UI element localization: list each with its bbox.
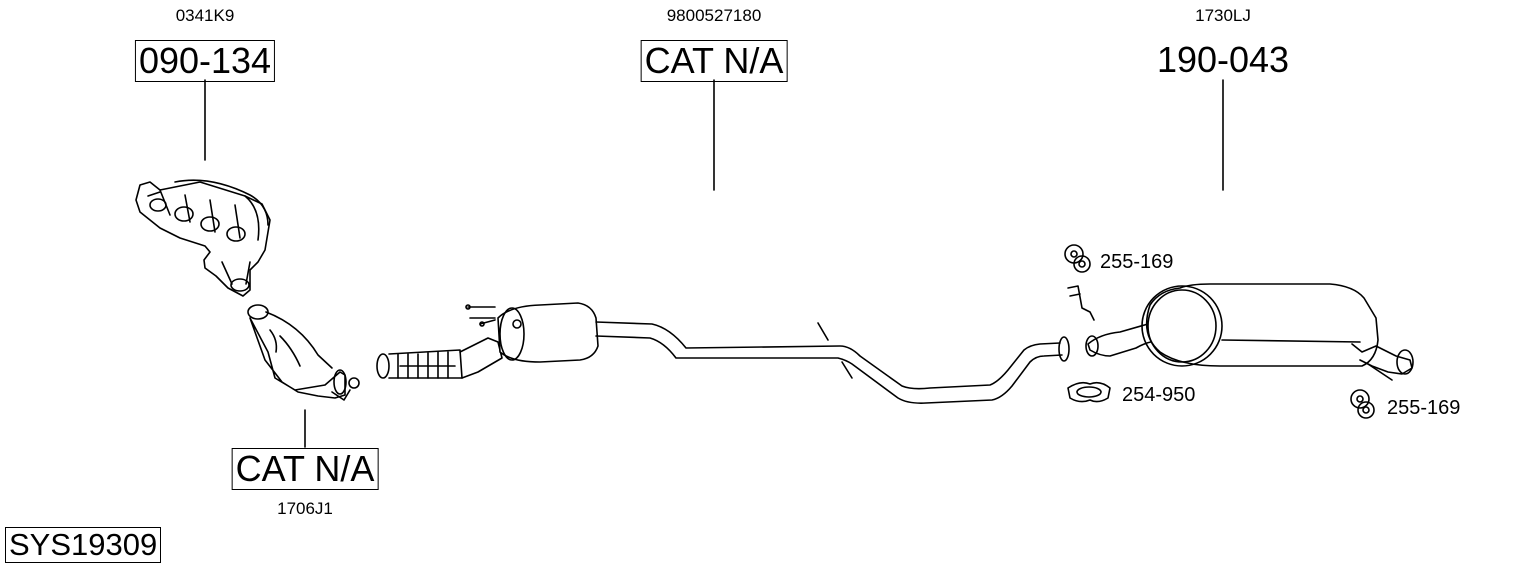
- bolt-icon: [1067, 285, 1095, 321]
- exhaust-manifold-icon: [135, 179, 271, 297]
- rear-silencer-icon: [1085, 283, 1414, 381]
- system-id-box: SYS19309: [5, 527, 162, 563]
- small-part-label[interactable]: 255-169: [1100, 251, 1174, 273]
- rubber-hanger-icon-b: [1350, 389, 1375, 419]
- part-ref-label: 1706J1: [277, 499, 333, 518]
- clamp-icon: [1067, 381, 1111, 403]
- catalytic-converter-icon: [465, 302, 1070, 404]
- rubber-hanger-icon-a: [1064, 244, 1091, 273]
- small-part-label[interactable]: 255-169: [1387, 397, 1461, 419]
- part-number-box[interactable]: 090-134: [134, 40, 276, 82]
- part-ref-label: 1730LJ: [1195, 6, 1251, 25]
- part-ref-label: 0341K9: [175, 6, 235, 25]
- part-number-box[interactable]: CAT N/A: [231, 448, 379, 490]
- part-ref-label: 9800527180: [666, 6, 762, 25]
- part-number-box[interactable]: CAT N/A: [640, 40, 788, 82]
- small-part-label[interactable]: 254-950: [1122, 384, 1196, 406]
- flex-pipe-icon: [376, 337, 503, 379]
- part-number-label[interactable]: 190-043: [1156, 39, 1290, 80]
- front-pipe-icon: [247, 304, 360, 401]
